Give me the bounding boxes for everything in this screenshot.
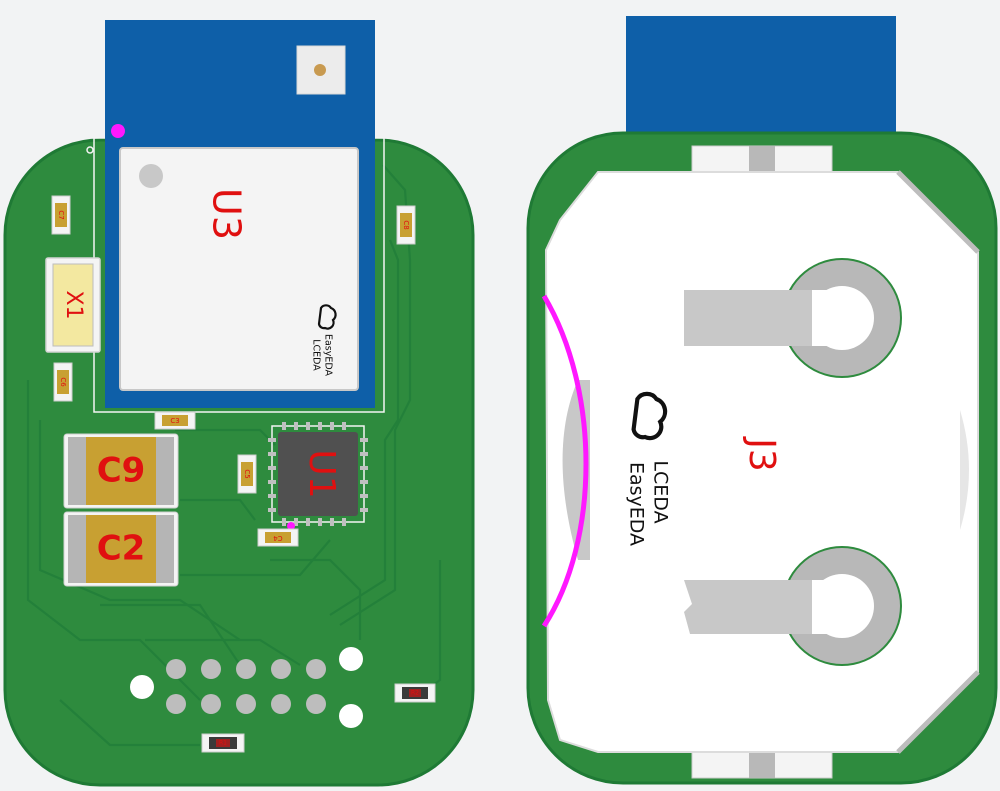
capacitor-c9: C9 bbox=[63, 433, 179, 509]
front-traces bbox=[26, 164, 442, 747]
passive-c5: C5 bbox=[237, 454, 257, 494]
crystal-x1: X1 bbox=[45, 257, 101, 353]
crystal-designator: X1 bbox=[61, 290, 86, 319]
fiducial-icon bbox=[86, 146, 94, 154]
module-logo-line1: LCEDA bbox=[311, 339, 322, 371]
passive-c7: C7 bbox=[51, 195, 71, 235]
capacitor-c9-designator: C9 bbox=[97, 451, 146, 491]
passive-r1-designator: R1 bbox=[219, 740, 227, 747]
passive-c8-designator: C8 bbox=[402, 220, 410, 229]
shield-dimple-icon bbox=[139, 164, 163, 188]
passive-c3: C3 bbox=[154, 411, 196, 430]
lceda-cloud-logo-icon bbox=[631, 391, 668, 441]
capacitor-c2: C2 bbox=[63, 511, 179, 587]
battery-holder-designator: J3 bbox=[741, 436, 782, 472]
coin-cell-edge-right bbox=[960, 410, 969, 530]
passive-c6: C6 bbox=[53, 362, 73, 402]
pin1-marker-icon bbox=[111, 124, 125, 138]
passive-c5-designator: C5 bbox=[243, 469, 251, 478]
lceda-cloud-logo-icon bbox=[317, 304, 337, 330]
module-designator: U3 bbox=[205, 188, 249, 240]
module-logo-line2: EasyEDA bbox=[323, 334, 334, 377]
battery-holder-j3: LCEDA EasyEDA J3 bbox=[541, 145, 980, 779]
passive-r2: R2 bbox=[394, 683, 436, 703]
back-module-pcb-blue bbox=[626, 16, 896, 146]
front-board: U3 LCEDA EasyEDA X1 U1 bbox=[3, 20, 475, 787]
passive-r1: R1 bbox=[201, 733, 245, 753]
chip-designator: U1 bbox=[301, 449, 342, 498]
passive-c3-designator: C3 bbox=[170, 417, 179, 425]
capacitor-c2-designator: C2 bbox=[97, 529, 146, 569]
passive-r2-designator: R2 bbox=[411, 690, 419, 697]
header-pads-icon bbox=[130, 647, 363, 728]
chip-body bbox=[278, 432, 358, 516]
chip-pin1-marker-icon bbox=[287, 522, 295, 530]
passive-c4: C4 bbox=[257, 528, 299, 547]
passive-c8: C8 bbox=[396, 205, 416, 245]
passive-c4-designator: C4 bbox=[273, 534, 283, 542]
module-u3: U3 LCEDA EasyEDA bbox=[86, 20, 385, 413]
chip-u1: U1 bbox=[268, 422, 368, 530]
battery-polarity-arc bbox=[541, 294, 589, 628]
back-board: LCEDA EasyEDA J3 bbox=[526, 16, 998, 785]
back-logo-line1: LCEDA bbox=[650, 460, 672, 523]
antenna-pad-icon bbox=[296, 45, 346, 95]
back-logo-line2: EasyEDA bbox=[626, 462, 648, 546]
module-shield-can bbox=[119, 147, 359, 391]
passive-c7-designator: C7 bbox=[57, 210, 65, 219]
passive-c6-designator: C6 bbox=[59, 377, 67, 387]
